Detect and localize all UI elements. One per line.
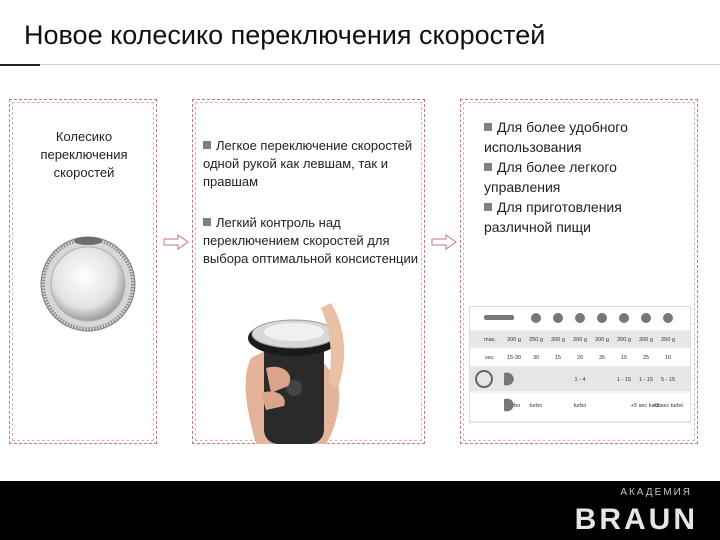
page-title: Новое колесико переключения скоростей	[24, 20, 546, 50]
bullet-square-icon	[484, 163, 492, 171]
table-cell: 5 - 15	[661, 377, 675, 383]
table-cell: 10	[665, 355, 671, 361]
table-cell: 25	[643, 355, 649, 361]
table-cell: +3 sec turbo	[653, 403, 683, 409]
arrow-right-icon	[431, 234, 457, 250]
table-cell: 1 - 15	[617, 377, 631, 383]
table-cell: turbo	[574, 403, 587, 409]
bullet-square-icon	[484, 123, 492, 131]
purpose-text: Для более легкого управления	[484, 159, 617, 195]
table-cell: 200 g	[595, 337, 609, 343]
table-cell: 1 - 4	[574, 377, 585, 383]
table-cell: 20	[577, 355, 583, 361]
speed-wheel-label: Колесико переключения скоростей	[40, 129, 128, 180]
bullet-square-icon	[203, 141, 211, 149]
purpose-item: Для приготовления различной пищи	[484, 197, 694, 237]
table-cell: 15-30	[507, 355, 521, 361]
benefit-text: Легкое переключение скоростей одной руко…	[203, 138, 413, 189]
table-cell: 250 g	[661, 337, 675, 343]
bullet-square-icon	[484, 203, 492, 211]
table-cell: 30	[533, 355, 539, 361]
table-cell: 15	[555, 355, 561, 361]
table-cell: 200 g	[617, 337, 631, 343]
benefit-text: Легкий контроль над переключением скорос…	[203, 215, 418, 266]
purpose-item: Для более удобного использования	[484, 117, 694, 157]
table-cell: 250 g	[529, 337, 543, 343]
table-cell: turbo	[508, 403, 521, 409]
purpose-text: Для приготовления различной пищи	[484, 199, 622, 235]
table-cell: 200 g	[507, 337, 521, 343]
table-cell: max.	[484, 337, 496, 343]
footer-bar	[0, 481, 720, 540]
table-cell: +5 sec turbo	[631, 403, 661, 409]
bullet-square-icon	[203, 218, 211, 226]
table-cell: 200 g	[573, 337, 587, 343]
title-divider	[0, 64, 720, 65]
table-cell: 15	[621, 355, 627, 361]
panel-speed-wheel	[9, 99, 157, 444]
table-cell: 200 g	[639, 337, 653, 343]
title-divider-accent	[0, 64, 40, 66]
table-cell: turbo	[530, 403, 543, 409]
benefit-bullet: Легкое переключение скоростей одной руко…	[203, 137, 418, 191]
purpose-text: Для более удобного использования	[484, 119, 628, 155]
panel-purposes	[460, 99, 698, 444]
braun-logo: BRAUN	[574, 503, 698, 536]
purpose-list: Для более удобного использования Для бол…	[484, 117, 694, 237]
benefit-bullet: Легкий контроль над переключением скорос…	[203, 214, 418, 268]
hand-holding-device-image	[245, 303, 345, 444]
table-cell: 35	[599, 355, 605, 361]
purpose-item: Для более легкого управления	[484, 157, 694, 197]
arrow-right-icon	[163, 234, 189, 250]
table-cell: 200 g	[551, 337, 565, 343]
speed-wheel-image	[40, 236, 136, 332]
table-cell: 1 - 15	[639, 377, 653, 383]
usage-table-image: max. 200 g 250 g 200 g 200 g 200 g 200 g 200 g 2…	[469, 306, 691, 423]
table-cell: sec.	[485, 355, 496, 361]
academy-label: АКАДЕМИЯ	[620, 487, 692, 498]
